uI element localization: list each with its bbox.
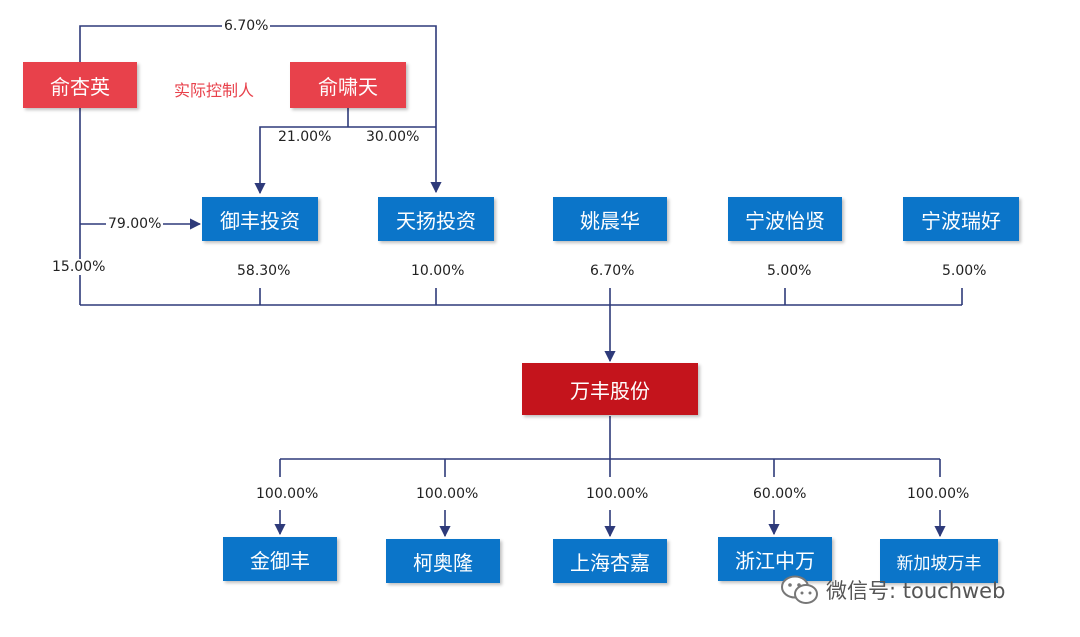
sub-pct-2: 100.00%	[416, 486, 479, 502]
edge-xiaotian-yufeng	[254, 126, 348, 195]
node-tianyang-investment: 天扬投资	[378, 197, 494, 241]
sub-pct-5: 100.00%	[907, 486, 970, 502]
watermark-text: 微信号: touchweb	[826, 579, 1006, 603]
node-ningbo-ruihao: 宁波瑞好	[903, 197, 1019, 241]
stake-xingying-wanfeng: 15.00%	[52, 259, 106, 275]
stake-xiaotian-tianyang: 30.00%	[366, 129, 420, 145]
node-yao-chenhua: 姚晨华	[553, 197, 667, 241]
sub-pct-1: 100.00%	[256, 486, 319, 502]
stake-xiaotian-yufeng: 21.00%	[278, 129, 332, 145]
stake-yixian-wanfeng: 5.00%	[767, 263, 812, 279]
node-sub-zhejiang-zhongwan: 浙江中万	[718, 537, 832, 581]
stake-ruihao-wanfeng: 5.00%	[942, 263, 987, 279]
node-wanfeng: 万丰股份	[522, 363, 698, 415]
stake-xingying-yufeng: 79.00%	[106, 216, 164, 232]
node-sub-keaolong: 柯奥隆	[386, 539, 500, 583]
node-sub-shanghai-xingjia: 上海杏嘉	[553, 539, 667, 583]
stake-xingying-tianyang: 6.70%	[222, 18, 271, 34]
sub-pct-3: 100.00%	[586, 486, 649, 502]
stake-yao-wanfeng: 6.70%	[590, 263, 635, 279]
edge-xingying-tianyang	[79, 25, 442, 194]
node-yu-xingying: 俞杏英	[23, 62, 137, 108]
node-yu-xiaotian: 俞啸天	[290, 62, 406, 108]
wechat-icon	[781, 575, 818, 604]
node-sub-jinyufeng: 金御丰	[223, 537, 337, 581]
sub-pct-4: 60.00%	[753, 486, 807, 502]
controller-label: 实际控制人	[174, 81, 255, 100]
watermark: 微信号: touchweb	[780, 574, 1005, 606]
node-ningbo-yixian: 宁波怡贤	[728, 197, 842, 241]
stake-yufeng-wanfeng: 58.30%	[237, 263, 291, 279]
stake-tianyang-wanfeng: 10.00%	[411, 263, 465, 279]
node-yufeng-investment: 御丰投资	[202, 197, 318, 241]
node-sub-singapore-wanfeng: 新加坡万丰	[880, 539, 998, 583]
